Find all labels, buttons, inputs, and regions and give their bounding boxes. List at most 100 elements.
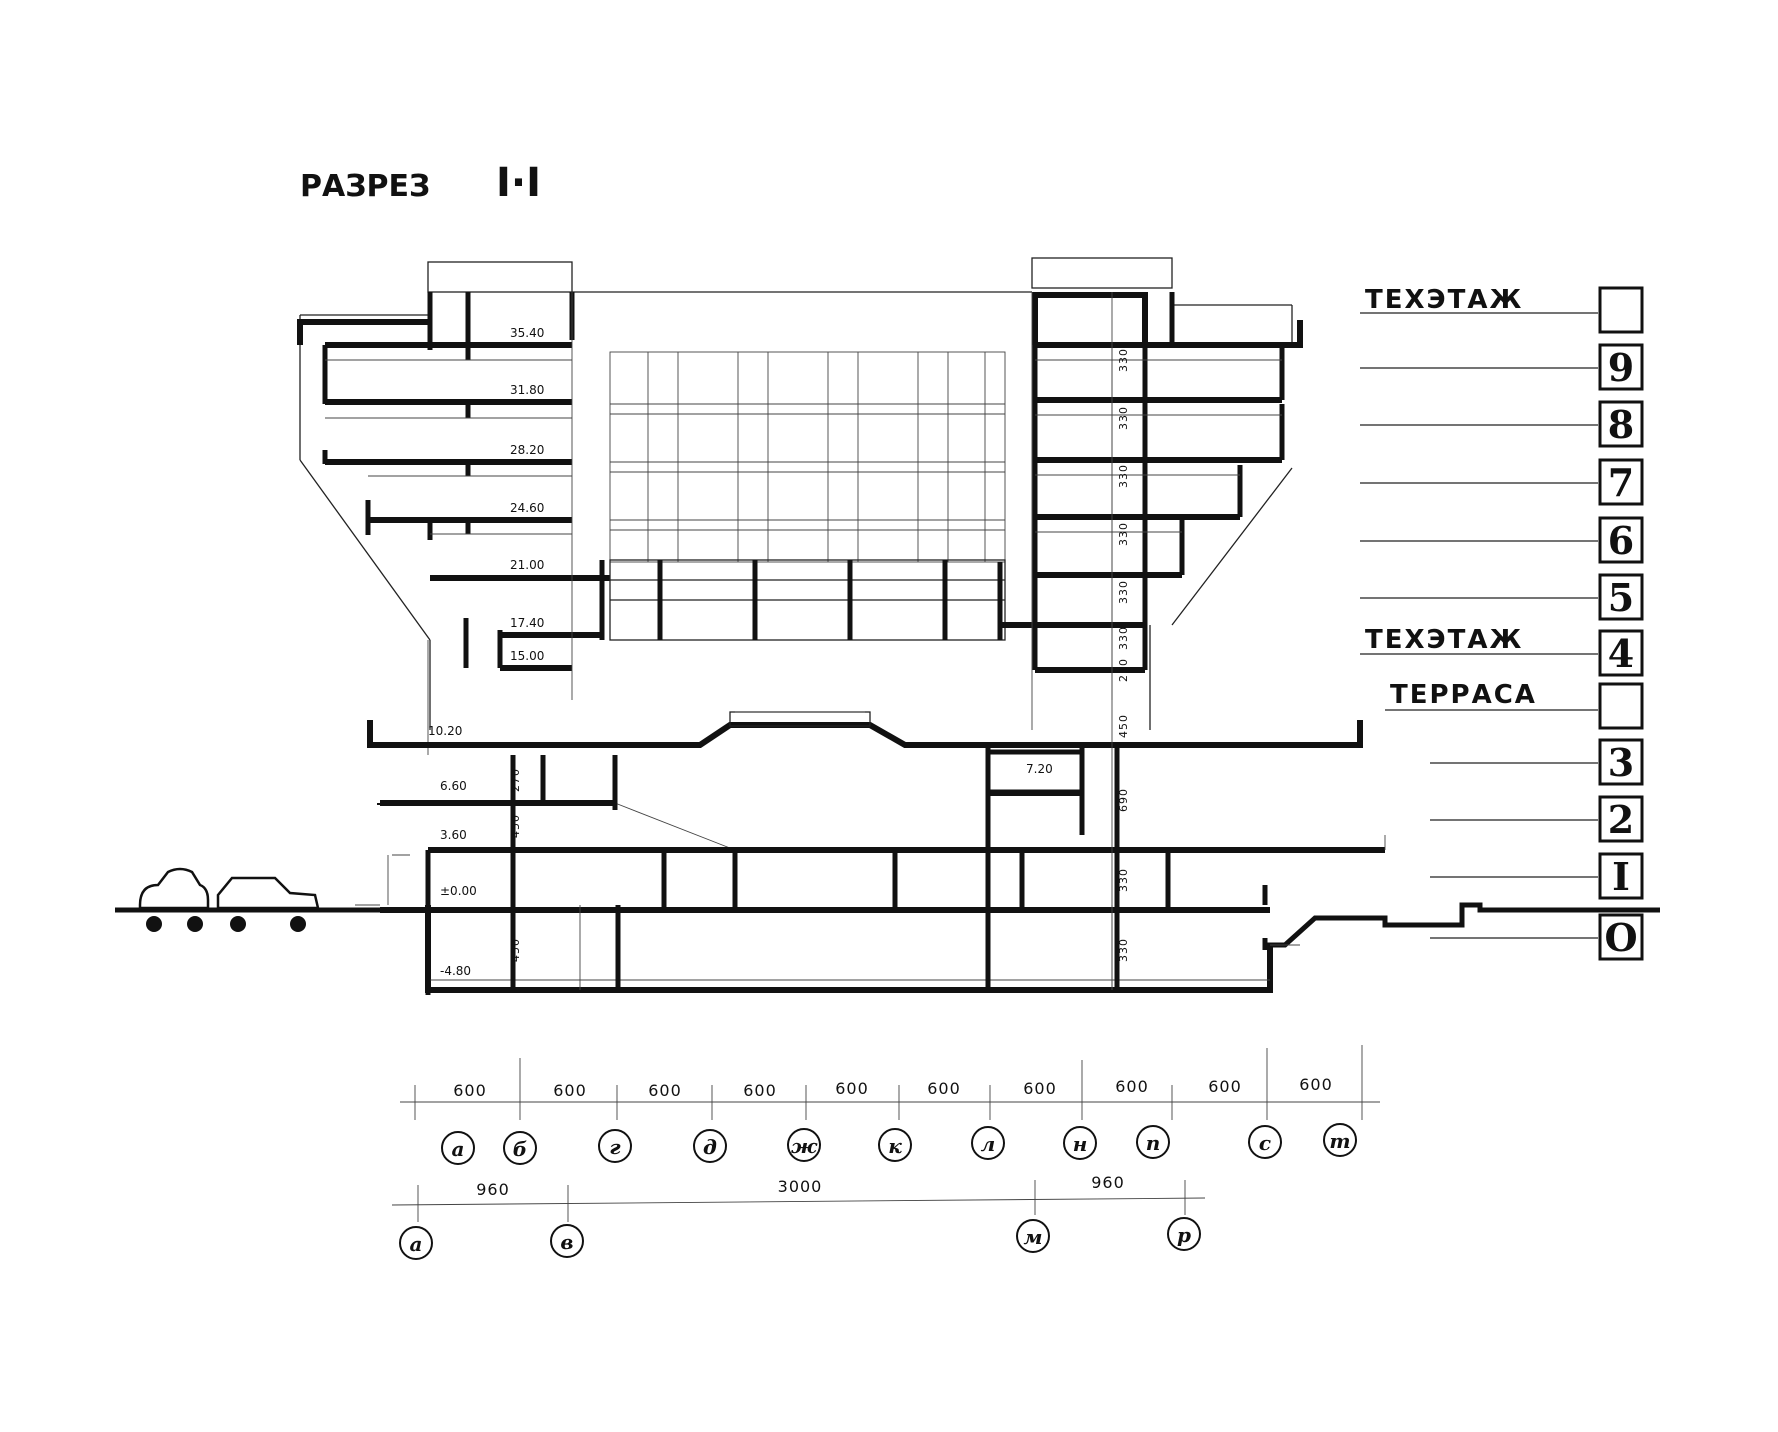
axis-letter: г (609, 1135, 621, 1159)
axis-letter: т (1329, 1129, 1350, 1153)
floor-height-label: 330 (1117, 522, 1130, 546)
axis-markers-row1: а б г д ж к л н п с т (441, 1123, 1357, 1165)
center-facade (609, 351, 1006, 641)
floor-label-tech-top: ТЕХЭТАЖ (1365, 285, 1523, 315)
car-right-icon (216, 876, 320, 932)
floor-height-label: 690 (1117, 788, 1130, 812)
floor-number: 7 (1608, 460, 1634, 505)
elevation-label: 7.20 (1026, 762, 1053, 776)
floor-row-1: I (1430, 852, 1644, 900)
axis-marker: в (550, 1224, 584, 1258)
floor-number: 9 (1608, 345, 1634, 390)
floor-row-7: 7 (1360, 458, 1644, 506)
axis-marker: с (1248, 1125, 1282, 1159)
floor-heights: 330 330 330 330 330 330 210 450 690 330 … (509, 345, 1130, 990)
floor-height-label: 330 (1117, 348, 1130, 372)
axis-marker: ж (787, 1128, 821, 1162)
floor-height-label: 210 (1117, 658, 1130, 682)
floor-row-2: 2 (1430, 795, 1644, 843)
axis-letter: к (888, 1134, 902, 1158)
building-section: 35.40 31.80 28.20 24.60 21.00 17.40 15.0… (115, 257, 1660, 995)
elevation-label: 21.00 (510, 558, 544, 572)
elevation-label: 3.60 (440, 828, 467, 842)
major-dimension: 960 (476, 1180, 510, 1199)
floor-number: O (1604, 915, 1637, 960)
floor-row-4: 4 (1360, 629, 1644, 677)
major-dimension: 3000 (778, 1177, 823, 1196)
floor-number: 4 (1608, 631, 1634, 676)
bay-dimension: 600 (1115, 1077, 1149, 1096)
floor-number: I (1612, 854, 1630, 899)
axis-marker: т (1323, 1123, 1357, 1157)
axis-letter: л (981, 1132, 996, 1156)
elevation-label: -4.80 (440, 964, 471, 978)
axis-marker: р (1167, 1217, 1201, 1251)
floor-row-6: 6 (1360, 516, 1644, 564)
axis-letter: б (513, 1137, 527, 1161)
axis-letter: п (1146, 1131, 1161, 1155)
elevation-label: 15.00 (510, 649, 544, 663)
ground-line (115, 904, 380, 913)
axis-letter: р (1177, 1223, 1191, 1247)
elevation-label: 35.40 (510, 326, 544, 340)
floor-height-label: 330 (1117, 626, 1130, 650)
title-numeral: I·I (496, 160, 541, 206)
axis-marker: м (1016, 1219, 1050, 1253)
axis-marker: н (1063, 1126, 1097, 1160)
axis-marker: к (878, 1128, 912, 1162)
axis-marker: д (693, 1129, 727, 1163)
roof-structures (427, 257, 1293, 342)
axis-marker: п (1136, 1125, 1170, 1159)
floor-row-5: 5 (1360, 573, 1644, 621)
axis-letter: с (1259, 1131, 1271, 1155)
floor-number: 5 (1608, 575, 1634, 620)
floor-height-label: 330 (1117, 580, 1130, 604)
axis-letter: в (560, 1230, 573, 1254)
bay-dimension: 600 (1299, 1075, 1333, 1094)
floor-legend: ТЕХЭТАЖ ТЕХЭТАЖ ТЕРРАСА 9 8 7 6 (1360, 285, 1644, 961)
bay-dimension: 600 (453, 1081, 487, 1100)
floor-row-0: O (1430, 913, 1644, 961)
floor-row-9: 9 (1360, 343, 1644, 391)
bay-dimension: 600 (1023, 1079, 1057, 1098)
floor-height-label: 450 (509, 938, 522, 962)
floor-height-label: 450 (1117, 714, 1130, 738)
elevation-label: 28.20 (510, 443, 544, 457)
car-left-icon (138, 867, 210, 932)
axis-marker: л (971, 1126, 1005, 1160)
bay-dimension: 600 (553, 1081, 587, 1100)
podium (367, 711, 1660, 995)
axis-letter: н (1073, 1132, 1088, 1156)
side-slopes (299, 314, 1293, 730)
floor-height-label: 270 (509, 768, 522, 792)
axis-marker: г (598, 1129, 632, 1163)
axis-marker: б (503, 1131, 537, 1165)
elevation-label: 10.20 (428, 724, 462, 738)
elevation-label: 31.80 (510, 383, 544, 397)
elevation-label: 24.60 (510, 501, 544, 515)
floor-height-label: 330 (1117, 938, 1130, 962)
drawing-title: РАЗРЕЗ I·I (300, 160, 541, 206)
bay-dimension: 600 (648, 1081, 682, 1100)
floor-height-label: 330 (1117, 406, 1130, 430)
floor-label-tech-mid: ТЕХЭТАЖ (1365, 625, 1523, 655)
bay-dimension: 600 (743, 1081, 777, 1100)
axis-letter: д (703, 1135, 717, 1159)
axis-letter: м (1023, 1225, 1042, 1249)
axis-letter: а (452, 1137, 465, 1161)
floor-height-label: 330 (1117, 464, 1130, 488)
floor-row-terrace (1385, 682, 1644, 730)
floor-number: 2 (1608, 797, 1634, 842)
axis-letter: ж (791, 1134, 818, 1158)
bay-dimension: 600 (835, 1079, 869, 1098)
elevation-marks: 35.40 31.80 28.20 24.60 21.00 17.40 15.0… (428, 326, 1053, 978)
bay-dimension: 600 (1208, 1077, 1242, 1096)
axis-marker: а (399, 1226, 433, 1260)
axis-letter: а (410, 1232, 423, 1256)
bay-dimension: 600 (927, 1079, 961, 1098)
axis-markers-row2: а в м р (399, 1217, 1201, 1260)
major-dimension: 960 (1091, 1173, 1125, 1192)
axis-marker: а (441, 1131, 475, 1165)
elevation-label: 6.60 (440, 779, 467, 793)
